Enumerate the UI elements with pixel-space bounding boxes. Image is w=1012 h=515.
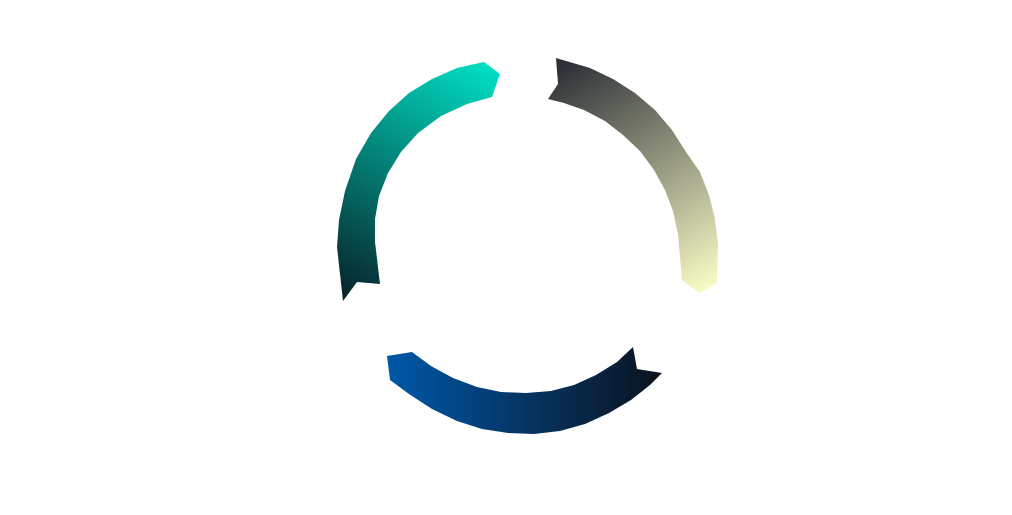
cycle-segment-teal-arrow (337, 62, 500, 301)
cycle-segment-olive-arrow (548, 58, 718, 293)
cycle-segment-blue-arrow (387, 347, 662, 434)
